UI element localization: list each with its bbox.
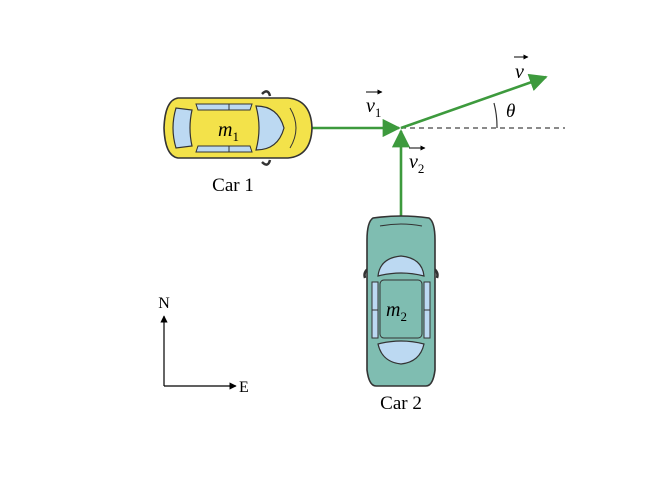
angle-arc	[493, 102, 498, 129]
vector-v1-label: v1	[366, 95, 381, 120]
vector-v-label: v	[515, 61, 524, 83]
car-2-rear-window	[377, 340, 425, 365]
vector-v-arrow	[400, 73, 548, 130]
angle-theta-label: θ	[506, 101, 515, 122]
car-2	[363, 215, 439, 387]
car-1-windshield	[255, 105, 285, 151]
vector-v2-label: v2	[409, 151, 424, 176]
car-2-mass-label: m2	[386, 299, 407, 324]
car-1-label: Car 1	[212, 175, 254, 196]
compass	[160, 315, 237, 390]
car-1-mass-label: m1	[218, 119, 239, 144]
car-2-label: Car 2	[380, 393, 422, 414]
compass-north-label: N	[158, 295, 170, 312]
car-2-windshield	[377, 255, 425, 277]
car-1	[163, 90, 313, 166]
car-1-rear-window	[172, 107, 193, 149]
compass-east-label: E	[239, 379, 249, 396]
